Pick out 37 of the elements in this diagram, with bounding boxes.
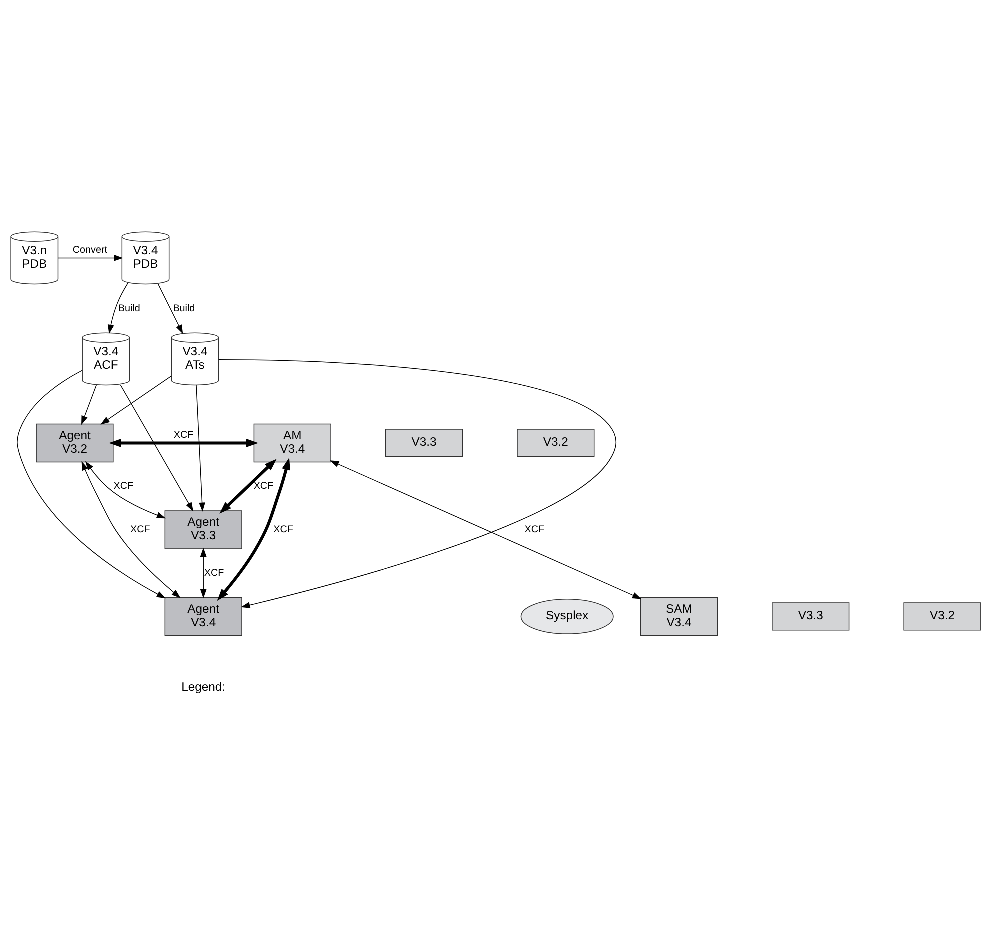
- arrow: [58, 254, 124, 261]
- edge-label: Convert: [72, 244, 108, 256]
- arrow: [82, 460, 181, 598]
- arrow: [120, 384, 194, 512]
- node-box: Agent V3.4: [164, 596, 242, 636]
- arrow: [82, 384, 97, 425]
- arrow: [196, 384, 206, 512]
- arrow: [330, 460, 642, 599]
- edge-label: XCF: [254, 480, 274, 492]
- arrow: [108, 282, 128, 334]
- arrow: [100, 375, 172, 424]
- edge-label: XCF: [114, 480, 134, 492]
- arrow: [158, 283, 184, 334]
- node-box: V3.3: [385, 428, 464, 457]
- edge-label: XCF: [524, 524, 544, 536]
- node-box: Agent V3.2: [36, 423, 114, 462]
- node-box: V3.2: [904, 602, 982, 630]
- arrow: [200, 547, 207, 598]
- arrow: [218, 358, 617, 608]
- edge-label: Build: [173, 302, 196, 314]
- arrow: [220, 458, 277, 514]
- edge-label: XCF: [130, 524, 150, 536]
- label: Legend:: [182, 680, 226, 694]
- arrow: [86, 460, 166, 518]
- node-box: V3.3: [772, 602, 850, 630]
- node-box: AM V3.4: [254, 423, 332, 462]
- arrow: [217, 457, 290, 601]
- arrow: [109, 438, 259, 447]
- node-ellipse: Sysplex: [520, 598, 614, 634]
- edge-label: XCF: [274, 524, 294, 536]
- node-box: Agent V3.3: [164, 510, 242, 549]
- node-box: SAM V3.4: [640, 596, 718, 636]
- arrow: [17, 370, 166, 598]
- edge-label: XCF: [204, 567, 224, 578]
- edge-label: Build: [118, 302, 140, 314]
- edge-label: XCF: [174, 430, 194, 441]
- node-box: V3.2: [517, 428, 595, 457]
